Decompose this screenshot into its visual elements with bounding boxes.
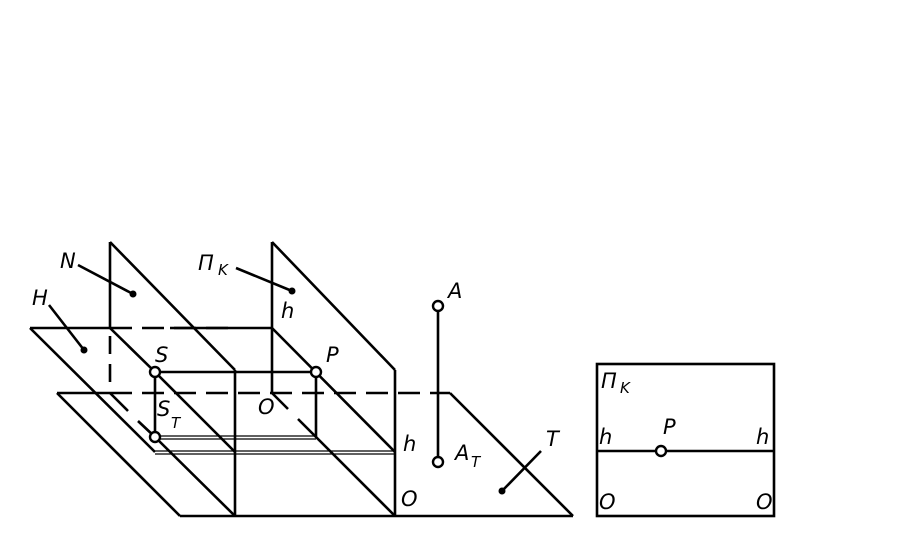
inset-label-p: P xyxy=(663,415,676,439)
leader-n xyxy=(77,263,134,296)
inset-point-p xyxy=(654,444,668,458)
label-h-right: h xyxy=(403,432,416,456)
label-a: A xyxy=(446,279,462,303)
leader-dot-h xyxy=(80,346,88,354)
leader-dot-t xyxy=(498,487,506,495)
label-t: T xyxy=(546,427,561,451)
inset-title-sub: K xyxy=(620,379,631,397)
label-at: A xyxy=(453,441,469,465)
label-h: H xyxy=(32,286,48,310)
inset-pk-view: П K h h P O O xyxy=(595,362,776,518)
label-o-right: O xyxy=(401,487,418,511)
point-a xyxy=(431,299,445,313)
label-at-sub: T xyxy=(471,453,482,471)
leader-t xyxy=(501,450,542,492)
plane-pk-o-trace-a xyxy=(271,392,289,410)
plane-h xyxy=(29,326,395,455)
leader-dot-pk xyxy=(288,287,296,295)
label-pk: П xyxy=(198,251,214,275)
point-st xyxy=(148,430,162,444)
plane-n-t-trace-lower xyxy=(154,436,236,517)
plane-pk-h-trace xyxy=(271,327,396,453)
plane-t-right-edge xyxy=(449,392,574,517)
inset-o-left: O xyxy=(599,490,616,514)
inset-h-right: h xyxy=(756,425,769,449)
plane-pk-o-trace-b xyxy=(297,418,396,517)
inset-h-left: h xyxy=(599,425,612,449)
plane-n-top-edge xyxy=(109,241,236,371)
label-s: S xyxy=(155,343,168,367)
plane-pk-top-edge xyxy=(271,241,396,371)
leader-pk xyxy=(235,266,293,293)
leader-dot-n xyxy=(129,290,137,298)
label-n: N xyxy=(60,249,76,273)
plane-n xyxy=(108,241,237,517)
point-p xyxy=(309,365,323,379)
plane-pk xyxy=(270,241,397,517)
label-h-top: h xyxy=(281,299,294,323)
label-p: P xyxy=(326,343,339,367)
label-pk-sub: K xyxy=(218,261,229,279)
plane-n-h-trace xyxy=(109,327,156,373)
inset-frame xyxy=(595,362,776,518)
leader-h xyxy=(47,304,86,351)
section-rectangle xyxy=(153,370,318,440)
inset-title: П xyxy=(601,369,617,393)
point-s xyxy=(148,365,162,379)
point-at xyxy=(431,455,445,469)
plane-h-left-edge xyxy=(29,327,156,453)
label-st: S xyxy=(157,397,170,421)
inset-o-right: O xyxy=(756,490,773,514)
plane-n-t-trace-a xyxy=(109,392,129,412)
plane-t-left-edge xyxy=(56,392,181,517)
plane-t xyxy=(56,391,574,518)
label-o-center: O xyxy=(258,395,275,419)
label-st-sub: T xyxy=(171,414,182,432)
